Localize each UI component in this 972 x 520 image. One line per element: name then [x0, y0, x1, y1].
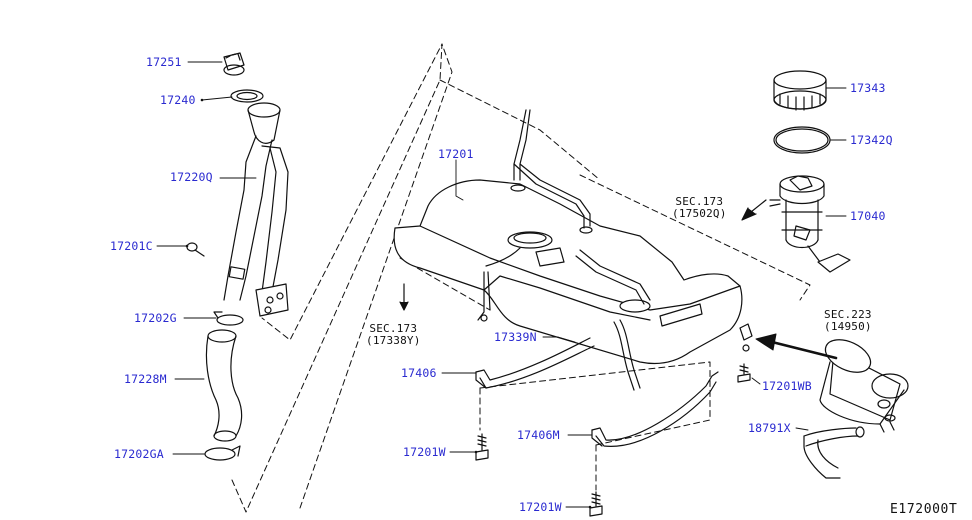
bolt-17201w-part	[475, 433, 489, 461]
tank-band-17406-part	[475, 337, 595, 389]
fuel-pump-part	[769, 175, 851, 273]
part-label-17040[interactable]: 17040	[850, 209, 886, 223]
part-label-17251[interactable]: 17251	[146, 55, 182, 69]
part-label-17343[interactable]: 17343	[850, 81, 886, 95]
part-label-17220q[interactable]: 17220Q	[170, 170, 213, 184]
part-label-17201w-left[interactable]: 17201W	[403, 445, 446, 459]
screw-17201c-part	[186, 242, 205, 257]
section-ref-14950[interactable]: SEC.223 (14950)	[824, 309, 872, 333]
filler-hose-part	[205, 329, 243, 442]
section-ref-17502q[interactable]: SEC.173 (17502Q)	[672, 196, 727, 220]
clamp-17202ga-part	[204, 445, 241, 461]
section-ref-17338y[interactable]: SEC.173 (17338Y)	[366, 323, 421, 347]
section-ref-code: (14950)	[824, 320, 872, 333]
section-ref-arrow	[399, 283, 409, 311]
section-ref-arrow	[741, 199, 767, 221]
part-label-17339n[interactable]: 17339N	[494, 330, 537, 344]
section-ref-code: (17338Y)	[366, 334, 421, 347]
dashed-boundary-outline	[231, 43, 811, 513]
tank-band-17406m-part	[591, 371, 719, 447]
bolt-17201wb-part	[737, 323, 753, 383]
section-ref-title: SEC.173	[675, 195, 724, 208]
section-ref-title: SEC.173	[369, 322, 418, 335]
lock-ring-part	[773, 70, 827, 111]
filler-gasket-part	[230, 89, 264, 103]
diagram-code: E172000T	[890, 502, 958, 517]
section-ref-title: SEC.223	[824, 308, 872, 321]
o-ring-part	[773, 126, 831, 154]
leader-dots	[185, 98, 592, 509]
fuel-tank-part	[393, 109, 743, 391]
part-label-17201[interactable]: 17201	[438, 147, 474, 161]
leader-lines	[156, 61, 847, 508]
part-label-17202g[interactable]: 17202G	[134, 311, 177, 325]
part-label-17202ga[interactable]: 17202GA	[114, 447, 164, 461]
filler-cap-part	[223, 52, 245, 76]
section-ref-code: (17502Q)	[672, 207, 727, 220]
canister-pointer-arrow	[755, 333, 838, 360]
part-label-17240[interactable]: 17240	[160, 93, 196, 107]
part-label-17406m[interactable]: 17406M	[517, 428, 560, 442]
filler-tube-part	[223, 102, 289, 317]
part-label-17201w-bottom[interactable]: 17201W	[519, 500, 562, 514]
part-label-17201wb[interactable]: 17201WB	[762, 379, 812, 393]
vent-hose-part	[803, 426, 865, 479]
evap-canister-part	[819, 339, 909, 433]
part-label-17228m[interactable]: 17228M	[124, 372, 167, 386]
part-label-18791x[interactable]: 18791X	[748, 421, 791, 435]
part-label-17201c[interactable]: 17201C	[110, 239, 153, 253]
part-label-17342q[interactable]: 17342Q	[850, 133, 893, 147]
clamp-17202g-part	[213, 311, 244, 326]
part-label-17406[interactable]: 17406	[401, 366, 437, 380]
bolt-17201w-part	[589, 491, 603, 517]
